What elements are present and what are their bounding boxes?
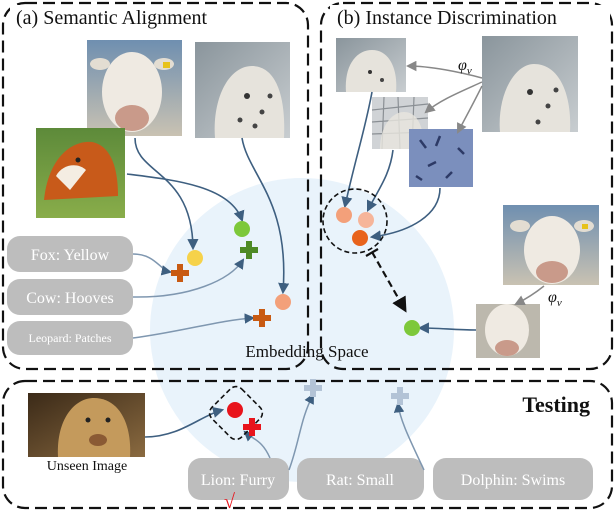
semantic-alignment-title: (a) Semantic Alignment: [16, 7, 208, 29]
leopard-image: [195, 42, 290, 138]
attribute-lion: Lion: Furry: [188, 458, 289, 500]
attribute-cow: Cow: Hooves: [7, 279, 133, 315]
cow-image-point: [234, 221, 250, 237]
instance-cluster-ring: [322, 188, 388, 254]
instance-point-2: [358, 212, 374, 228]
embedding-space: [150, 178, 454, 482]
testing-panel: [1, 379, 614, 510]
leopard-attribute-point: [253, 309, 271, 327]
contrast-connector: [365, 248, 407, 313]
semantic-alignment-panel: [1, 1, 310, 371]
phi-label-1: φv: [458, 57, 472, 77]
attribute-dolphin: Dolphin: Swims: [433, 458, 593, 500]
svg-text:Dolphin: Swims: Dolphin: Swims: [461, 472, 565, 489]
testing-title: Testing: [522, 392, 590, 417]
svg-text:Lion: Furry: Lion: Furry: [201, 472, 275, 489]
instance-discrimination-title: (b) Instance Discrimination: [337, 7, 557, 29]
lion-image: [28, 393, 145, 457]
leopard-image-point: [275, 294, 291, 310]
lion-attribute-point: [243, 418, 261, 436]
attribute-rat: Rat: Small: [297, 458, 424, 500]
svg-text:φv: φv: [458, 57, 472, 77]
unseen-image-label: Unseen Image: [47, 459, 127, 474]
lion-image-point: [227, 402, 243, 418]
check-mark: √: [224, 491, 235, 512]
svg-text:φv: φv: [548, 289, 562, 309]
cow-source-image: [503, 205, 599, 285]
cow-view-image: [476, 304, 540, 358]
instance-point-3: [352, 230, 368, 246]
instance-arrows: [341, 91, 477, 334]
augmentation-arrows: [405, 60, 545, 305]
svg-text:Leopard: Patches: Leopard: Patches: [29, 331, 112, 345]
fox-image-point: [187, 250, 203, 266]
instance-discrimination-panel: [319, 1, 614, 371]
svg-text:Fox: Yellow: Fox: Yellow: [31, 247, 110, 264]
attribute-fox: Fox: Yellow: [7, 236, 133, 272]
instance-point-1: [336, 207, 352, 223]
cow-image: [87, 40, 182, 136]
cow-attribute-point: [240, 241, 258, 259]
fox-image: [36, 128, 125, 218]
attribute-arrows: [132, 253, 425, 471]
cow-instance-point: [404, 320, 420, 336]
leopard-view-1-image: [336, 38, 406, 92]
attribute-leopard: Leopard: Patches: [7, 321, 133, 355]
leopard-source-image: [482, 36, 578, 132]
svg-text:Cow: Hooves: Cow: Hooves: [26, 290, 114, 307]
semantic-arrows: [126, 137, 290, 295]
fox-attribute-point: [171, 264, 189, 282]
dolphin-attribute-point: [391, 387, 409, 405]
phi-label-2: φv: [548, 289, 562, 309]
rat-attribute-point: [304, 379, 322, 397]
svg-text:Rat: Small: Rat: Small: [326, 472, 395, 489]
leopard-view-3-image: [409, 129, 473, 187]
lion-arrow: [144, 406, 225, 438]
